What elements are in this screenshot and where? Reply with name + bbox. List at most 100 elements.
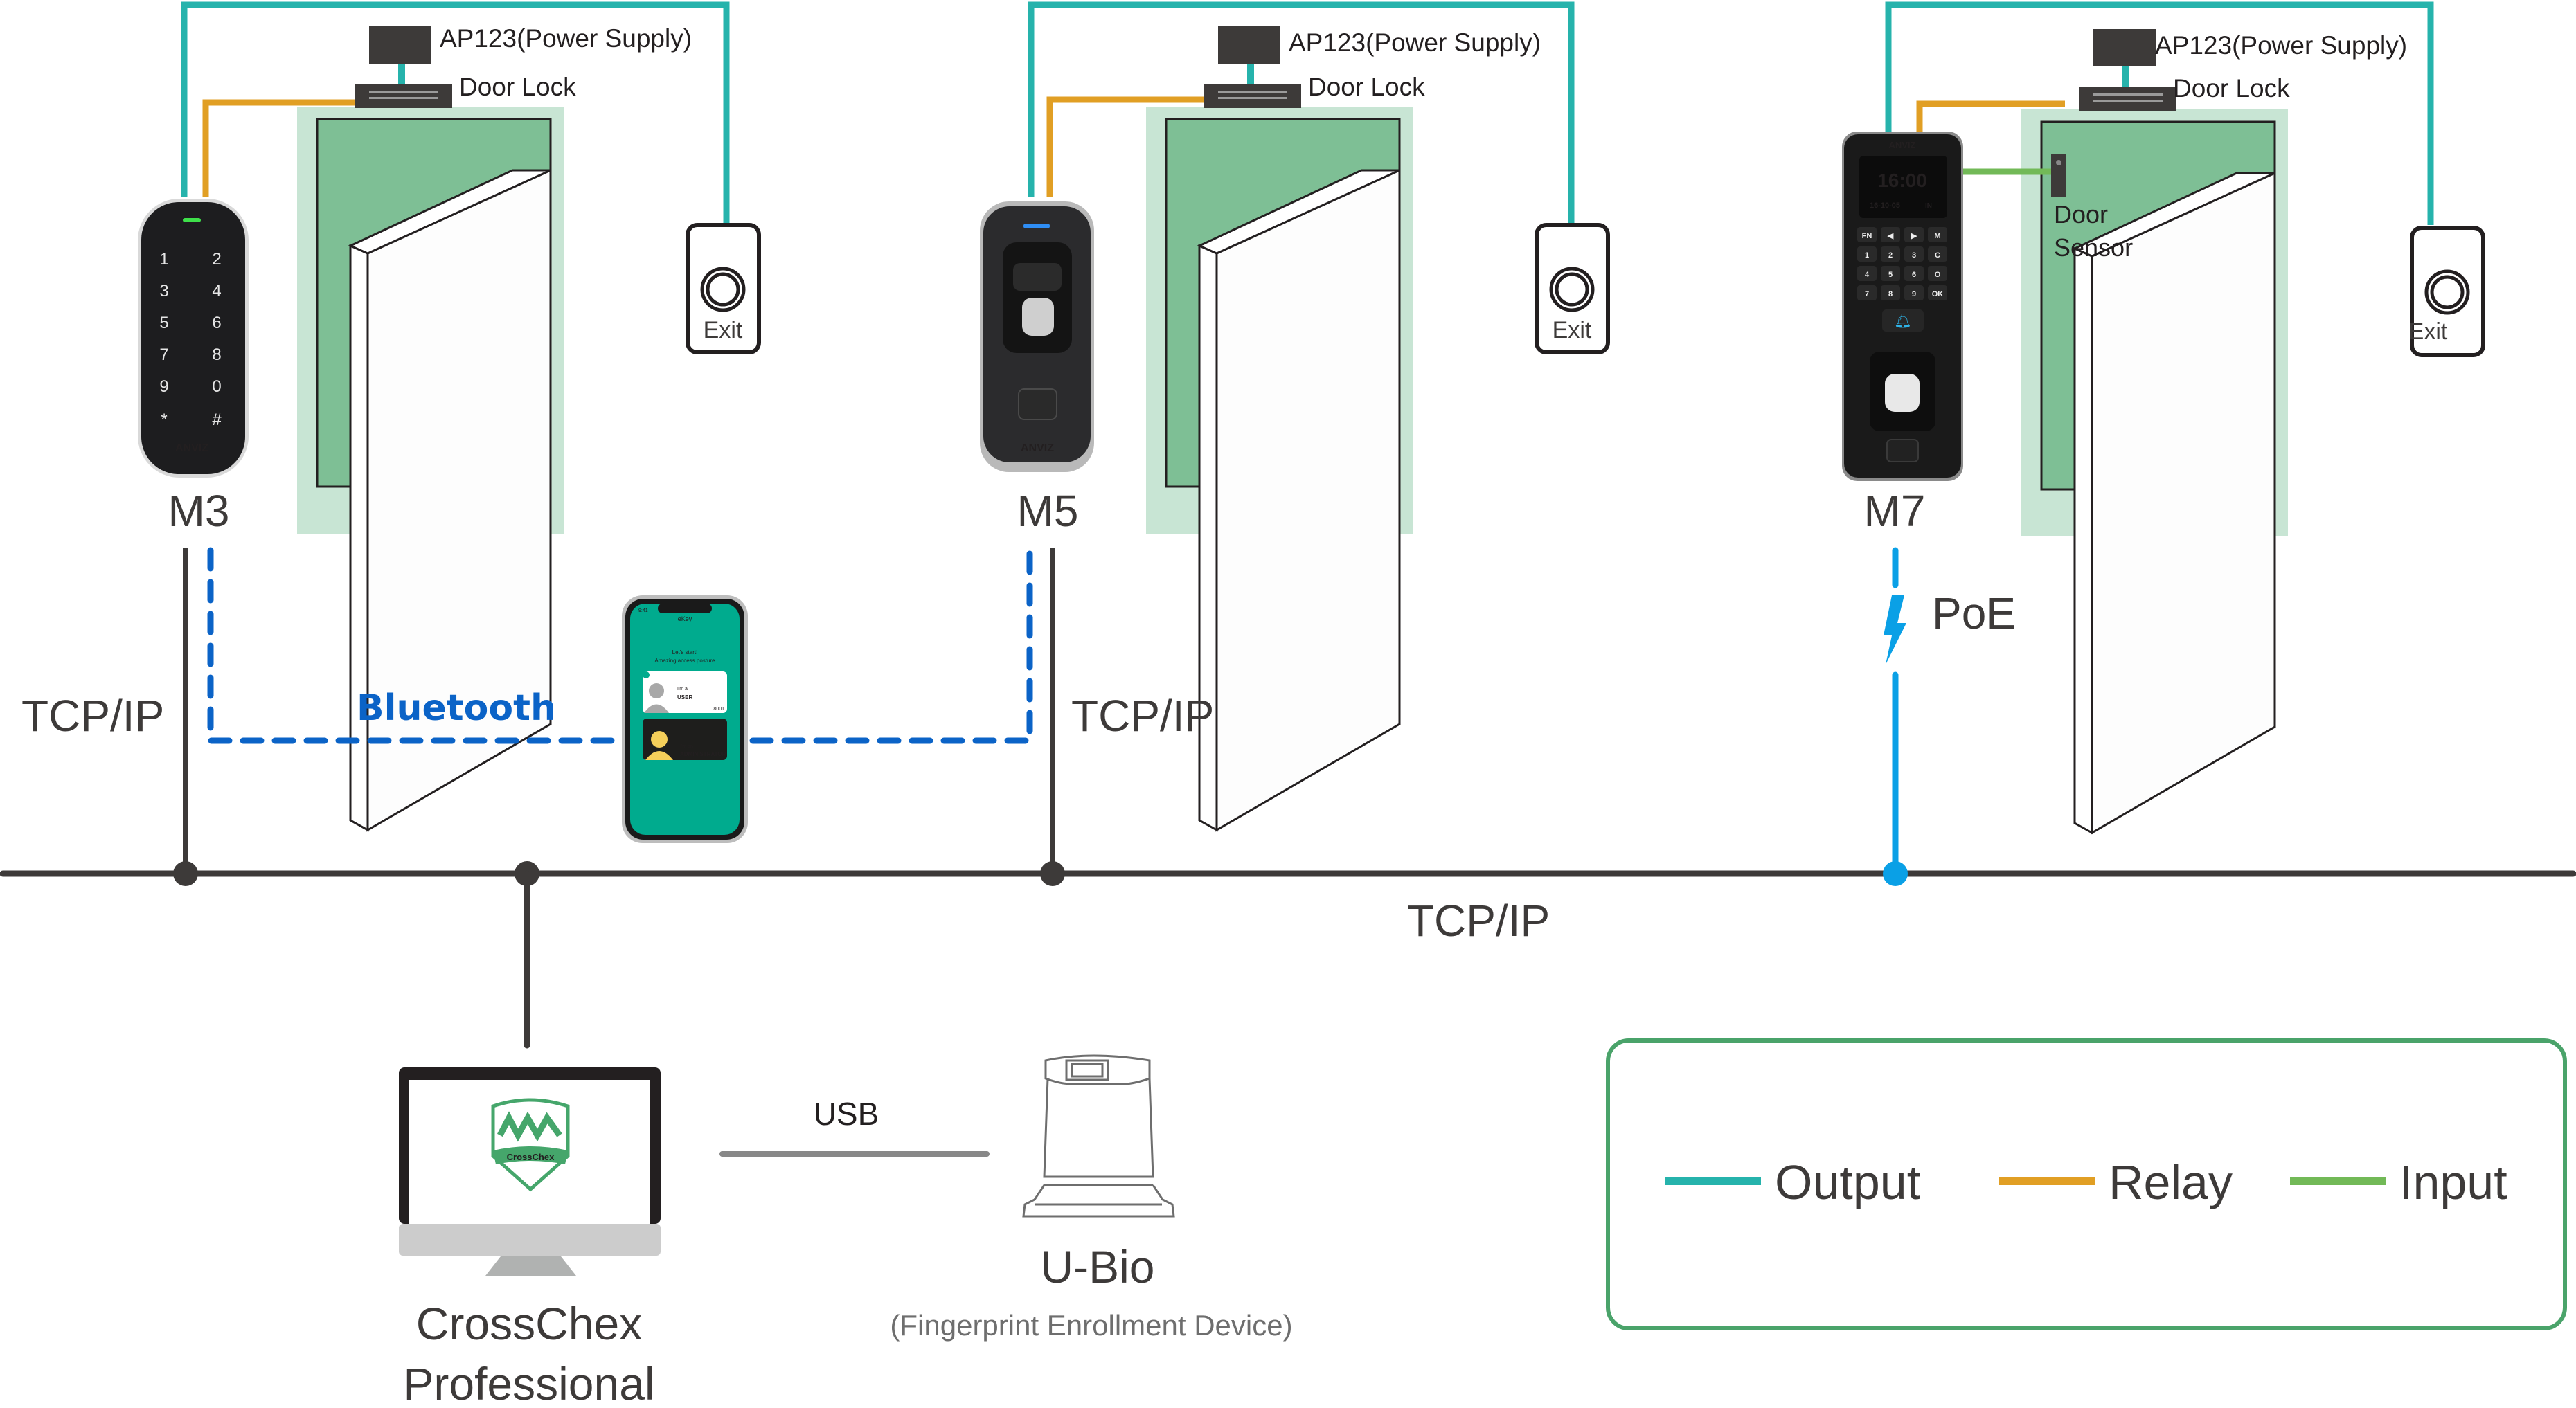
legend-label-relay: Relay: [2109, 1155, 2233, 1209]
power-supply-label: AP123(Power Supply): [440, 24, 692, 53]
power-supply-label: AP123(Power Supply): [2155, 31, 2407, 60]
bus-node-m5: [1040, 861, 1065, 886]
key: 9: [159, 377, 168, 396]
key: 5: [159, 314, 168, 332]
exit-button-label: Exit: [2408, 318, 2448, 345]
m7-key: [1904, 285, 1924, 300]
bus-node-m3: [173, 861, 198, 886]
lcd-screen: [1859, 156, 1947, 218]
tcpip-label-m3: TCP/IP: [21, 691, 164, 741]
brand-logo: ANVIZ: [1021, 442, 1054, 454]
user-card-role: USER: [677, 694, 692, 701]
app-subline: Amazing access posture: [654, 658, 715, 664]
output-wire: [1028, 1, 1575, 225]
door-lock-label: Door Lock: [2173, 74, 2290, 102]
m7-key: [1857, 246, 1877, 262]
power-supply-label: AP123(Power Supply): [1289, 28, 1541, 57]
screen-time: 16:00: [1877, 170, 1927, 191]
model-label-m3: M3: [168, 486, 230, 536]
legend-swatch-input: [2290, 1177, 2386, 1185]
m7-key-label: 1: [1865, 251, 1869, 260]
legend-label-input: Input: [2399, 1155, 2507, 1209]
output-wire: [1885, 1, 2434, 225]
user-card-prefix: I'm a: [677, 687, 688, 692]
admin-card[interactable]: [643, 719, 727, 760]
key: 3: [159, 282, 168, 300]
m7-key-label: 2: [1888, 251, 1893, 260]
m7-key-label: 9: [1912, 290, 1916, 298]
m7-key-label: ▶: [1911, 232, 1917, 240]
door-lock-label: Door Lock: [1308, 73, 1425, 101]
m7-key-label: FN: [1862, 232, 1872, 240]
door-sensor-label-2: Sensor: [2054, 233, 2133, 262]
enroller-sublabel: (Fingerprint Enrollment Device): [890, 1309, 1292, 1342]
m7-key: [1928, 246, 1947, 262]
logo-text: CrossChex: [507, 1152, 555, 1162]
door-lock-label: Door Lock: [459, 73, 576, 101]
m3-reader: 1 2 3 4 5 6 7 8 9 0 * # ANVIZ: [138, 199, 249, 478]
m7-key-label: OK: [1932, 290, 1944, 298]
m7-key: [1904, 227, 1924, 242]
m7-key-label: 7: [1865, 290, 1869, 298]
m7-key-label: C: [1935, 251, 1940, 260]
exit-button-label: Exit: [704, 317, 743, 343]
crosschex-logo-icon: CrossChex: [491, 1098, 570, 1192]
m7-key: [1881, 285, 1900, 300]
fingerprint-sensor: [1022, 298, 1054, 336]
model-label-m7: M7: [1864, 486, 1926, 536]
screen-date: 16-10-05: [1870, 201, 1900, 210]
model-label-m5: M5: [1017, 486, 1079, 536]
exit-button-label: Exit: [1553, 317, 1592, 343]
relay-wire: [1046, 96, 1204, 197]
m7-key: [1881, 246, 1900, 262]
legend-swatch-relay: [1999, 1177, 2095, 1185]
bus-node-m7: [1883, 861, 1908, 886]
key: 7: [159, 345, 168, 364]
legend-swatch-output: [1665, 1177, 1761, 1185]
m7-key: [1928, 227, 1947, 242]
software-label-line2: Professional: [403, 1358, 654, 1408]
key: #: [212, 410, 222, 429]
computer-monitor: CrossChex: [399, 1067, 661, 1276]
screen-status: IN: [1925, 202, 1932, 210]
user-card-id: 8001: [713, 707, 724, 712]
brand-logo: ANVIZ: [175, 442, 208, 454]
legend-label-output: Output: [1775, 1155, 1920, 1209]
enroller-label: U-Bio: [1040, 1241, 1154, 1292]
m7-key-label: 8: [1888, 290, 1893, 298]
relay-wire: [202, 99, 355, 197]
usb-label: USB: [814, 1096, 879, 1132]
m7-key-label: O: [1935, 271, 1941, 279]
m7-key: [1857, 227, 1877, 242]
poe-label: PoE: [1932, 588, 2016, 638]
key: 8: [212, 345, 221, 364]
m7-key-label: ◀: [1887, 232, 1894, 240]
phone-time: 9:41: [638, 608, 648, 613]
door-assembly: [1146, 26, 1608, 830]
software-label-line1: CrossChex: [416, 1298, 642, 1349]
m7-key-label: 4: [1865, 271, 1870, 279]
m7-key: [1904, 266, 1924, 281]
m5-reader: ANVIZ: [980, 201, 1094, 472]
m7-key: [1928, 285, 1947, 300]
key: *: [161, 410, 167, 429]
doorbell-icon: 🔔︎: [1894, 314, 1911, 329]
smartphone: 9:41 eKey Let's start! Amazing access po…: [622, 595, 748, 843]
bluetooth-link: [207, 547, 1033, 744]
unit-m5: AP123(Power Supply) Door Lock Exit ANVIZ…: [980, 1, 1608, 874]
door-assembly: [2021, 29, 2483, 833]
bus-label: TCP/IP: [1407, 896, 1550, 946]
admin-card-prefix: I'm an: [680, 744, 693, 749]
door-sensor-label-1: Door: [2054, 200, 2108, 228]
keypad: 1 2 3 4 5 6 7 8 9 0 * #: [159, 250, 222, 429]
output-wire: [181, 1, 730, 225]
status-led: [1023, 224, 1050, 228]
app-headline: Let's start!: [672, 649, 698, 656]
app-title: eKey: [678, 615, 692, 622]
key: 2: [212, 250, 221, 269]
m7-key: [1928, 266, 1947, 281]
user-card[interactable]: [643, 671, 727, 713]
m7-key: [1857, 285, 1877, 300]
key: 4: [212, 282, 221, 300]
